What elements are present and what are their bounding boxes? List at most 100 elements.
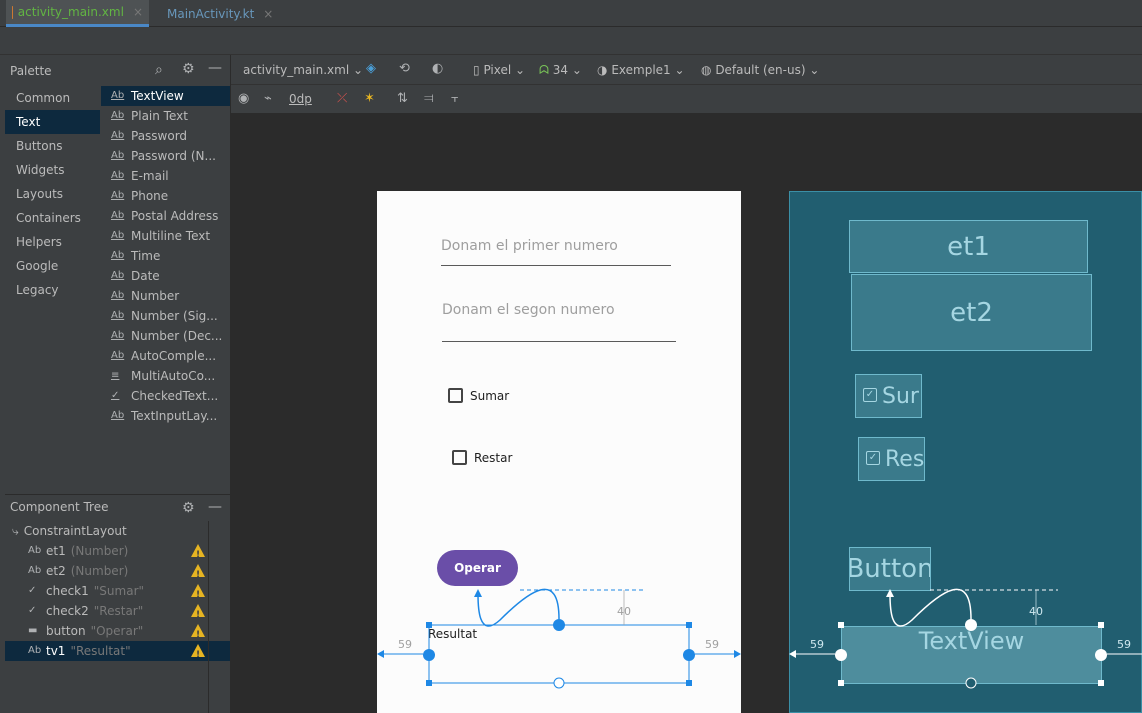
check2-checkbox[interactable]: Restar	[452, 450, 512, 465]
warning-icon[interactable]	[191, 604, 205, 625]
tree-item-et2[interactable]: Ab et2 (Number)	[5, 561, 230, 585]
tree-item-id: et2	[46, 564, 66, 578]
palette-category-helpers[interactable]: Helpers	[16, 235, 62, 249]
tree-item-et1[interactable]: Ab et1 (Number)	[5, 541, 230, 565]
default-margin-dropdown[interactable]: 0dp	[289, 92, 312, 106]
warning-icon[interactable]	[191, 584, 205, 605]
widget-type-icon: Ab	[111, 290, 125, 301]
device-dropdown[interactable]: ▯ Pixel ⌄	[473, 55, 525, 85]
tree-item-check1[interactable]: ✓check1"Sumar"	[5, 581, 230, 605]
api-dropdown[interactable]: ᗣ 34 ⌄	[539, 55, 582, 85]
device-label: Pixel	[483, 63, 512, 77]
bp-check1-label: Sur	[882, 383, 919, 409]
warning-icon[interactable]	[191, 644, 205, 665]
gear-icon[interactable]: ⚙	[182, 61, 195, 77]
theme-label: Exemple1	[611, 63, 671, 77]
bp-textview[interactable]: TextView	[841, 626, 1102, 684]
palette-category-legacy[interactable]: Legacy	[16, 283, 59, 297]
locale-dropdown[interactable]: ◍ Default (en-us) ⌄	[701, 55, 819, 85]
bp-et2-label: et2	[950, 297, 993, 328]
widget-type-icon: Ab	[28, 545, 42, 556]
palette-item-label: TextView	[131, 89, 184, 103]
tree-item-button[interactable]: ▬button"Operar"	[5, 621, 230, 645]
tree-item-root[interactable]: ⤷ ConstraintLayout	[5, 521, 230, 541]
bp-et1[interactable]: et1	[849, 220, 1088, 273]
widget-type-icon: Ab	[111, 190, 125, 201]
pack-icon[interactable]: ⇅	[397, 91, 408, 106]
tree-item-type: "Restar"	[93, 604, 144, 618]
check1-checkbox[interactable]: Sumar	[448, 388, 509, 403]
bp-check1[interactable]: ✓Sur	[855, 374, 922, 418]
bp-check2[interactable]: ✓Res	[858, 437, 925, 481]
theme-dropdown[interactable]: ◑ Exemple1 ⌄	[597, 55, 685, 85]
editor-tab-bar: activity_main.xml × MainActivity.kt ×	[0, 0, 1142, 27]
tab-activity-main-xml[interactable]: activity_main.xml ×	[6, 0, 149, 27]
minimize-icon[interactable]: —	[208, 60, 222, 76]
palette-category-common[interactable]: Common	[16, 91, 71, 105]
palette-category-text[interactable]: Text	[5, 110, 100, 134]
widget-type-icon: Ab	[111, 310, 125, 321]
orientation-icon[interactable]: ⟲	[399, 61, 410, 76]
magnet-icon[interactable]: ⌁	[264, 91, 272, 106]
et2-edittext[interactable]: Donam el segon numero	[442, 302, 676, 342]
close-icon[interactable]: ×	[132, 5, 143, 19]
palette-category-buttons[interactable]: Buttons	[16, 139, 63, 153]
night-mode-icon[interactable]: ◐	[432, 61, 444, 76]
operar-button[interactable]: Operar	[437, 550, 518, 586]
search-icon[interactable]: ⌕	[155, 62, 163, 78]
palette-category-google[interactable]: Google	[16, 259, 59, 273]
align-icon[interactable]: ⫤	[424, 91, 434, 106]
design-toolbar: activity_main.xml ⌄ ◈ ⟲ ◐ ▯ Pixel ⌄ ᗣ 34…	[231, 55, 1142, 85]
palette-item-label: Password	[131, 129, 188, 143]
palette-item[interactable]: ✓CheckedText...	[101, 386, 230, 406]
widget-type-icon: Ab	[28, 565, 42, 576]
tv1-textview[interactable]: Resultat	[428, 627, 478, 641]
warning-icon[interactable]	[191, 564, 205, 585]
layers-icon[interactable]: ◈	[366, 61, 376, 76]
infer-constraints-icon[interactable]: ✶	[364, 91, 375, 106]
tree-item-type: (Number)	[70, 564, 129, 578]
bp-button[interactable]: Button	[849, 547, 931, 591]
palette-category-widgets[interactable]: Widgets	[16, 163, 65, 177]
palette-category-containers[interactable]: Containers	[16, 211, 81, 225]
phone-icon: ▯	[473, 63, 480, 77]
tree-item-check2[interactable]: ✓check2"Restar"	[5, 601, 230, 625]
palette-category-layouts[interactable]: Layouts	[16, 187, 64, 201]
design-surface[interactable]: Donam el primer numero Donam el segon nu…	[377, 191, 741, 713]
tree-item-id: et1	[46, 544, 66, 558]
clear-constraints-icon[interactable]: ⤫	[337, 91, 348, 106]
eye-icon[interactable]: ◉	[238, 91, 250, 106]
et1-edittext[interactable]: Donam el primer numero	[441, 238, 671, 266]
minimize-icon[interactable]: —	[208, 499, 222, 515]
palette-item-label: AutoComple...	[131, 349, 217, 363]
guidelines-icon[interactable]: ⫟	[451, 91, 459, 106]
tab-label: MainActivity.kt	[167, 6, 255, 21]
tree-item-type: (Number)	[70, 544, 129, 558]
close-icon[interactable]: ×	[263, 6, 274, 21]
tab-mainactivity-kt[interactable]: MainActivity.kt ×	[156, 0, 276, 27]
palette-header: Palette ⌕ ⚙ —	[5, 55, 230, 86]
gear-icon[interactable]: ⚙	[182, 500, 195, 516]
warning-icon[interactable]	[191, 624, 205, 645]
layout-file-dropdown[interactable]: activity_main.xml ⌄	[243, 55, 363, 85]
bp-et2[interactable]: et2	[851, 274, 1092, 351]
warning-icon[interactable]	[191, 544, 205, 565]
blueprint-surface[interactable]: et1 et2 ✓Sur ✓Res Button TextView	[789, 191, 1142, 713]
palette-item[interactable]: ≡MultiAutoCo...	[101, 366, 230, 386]
